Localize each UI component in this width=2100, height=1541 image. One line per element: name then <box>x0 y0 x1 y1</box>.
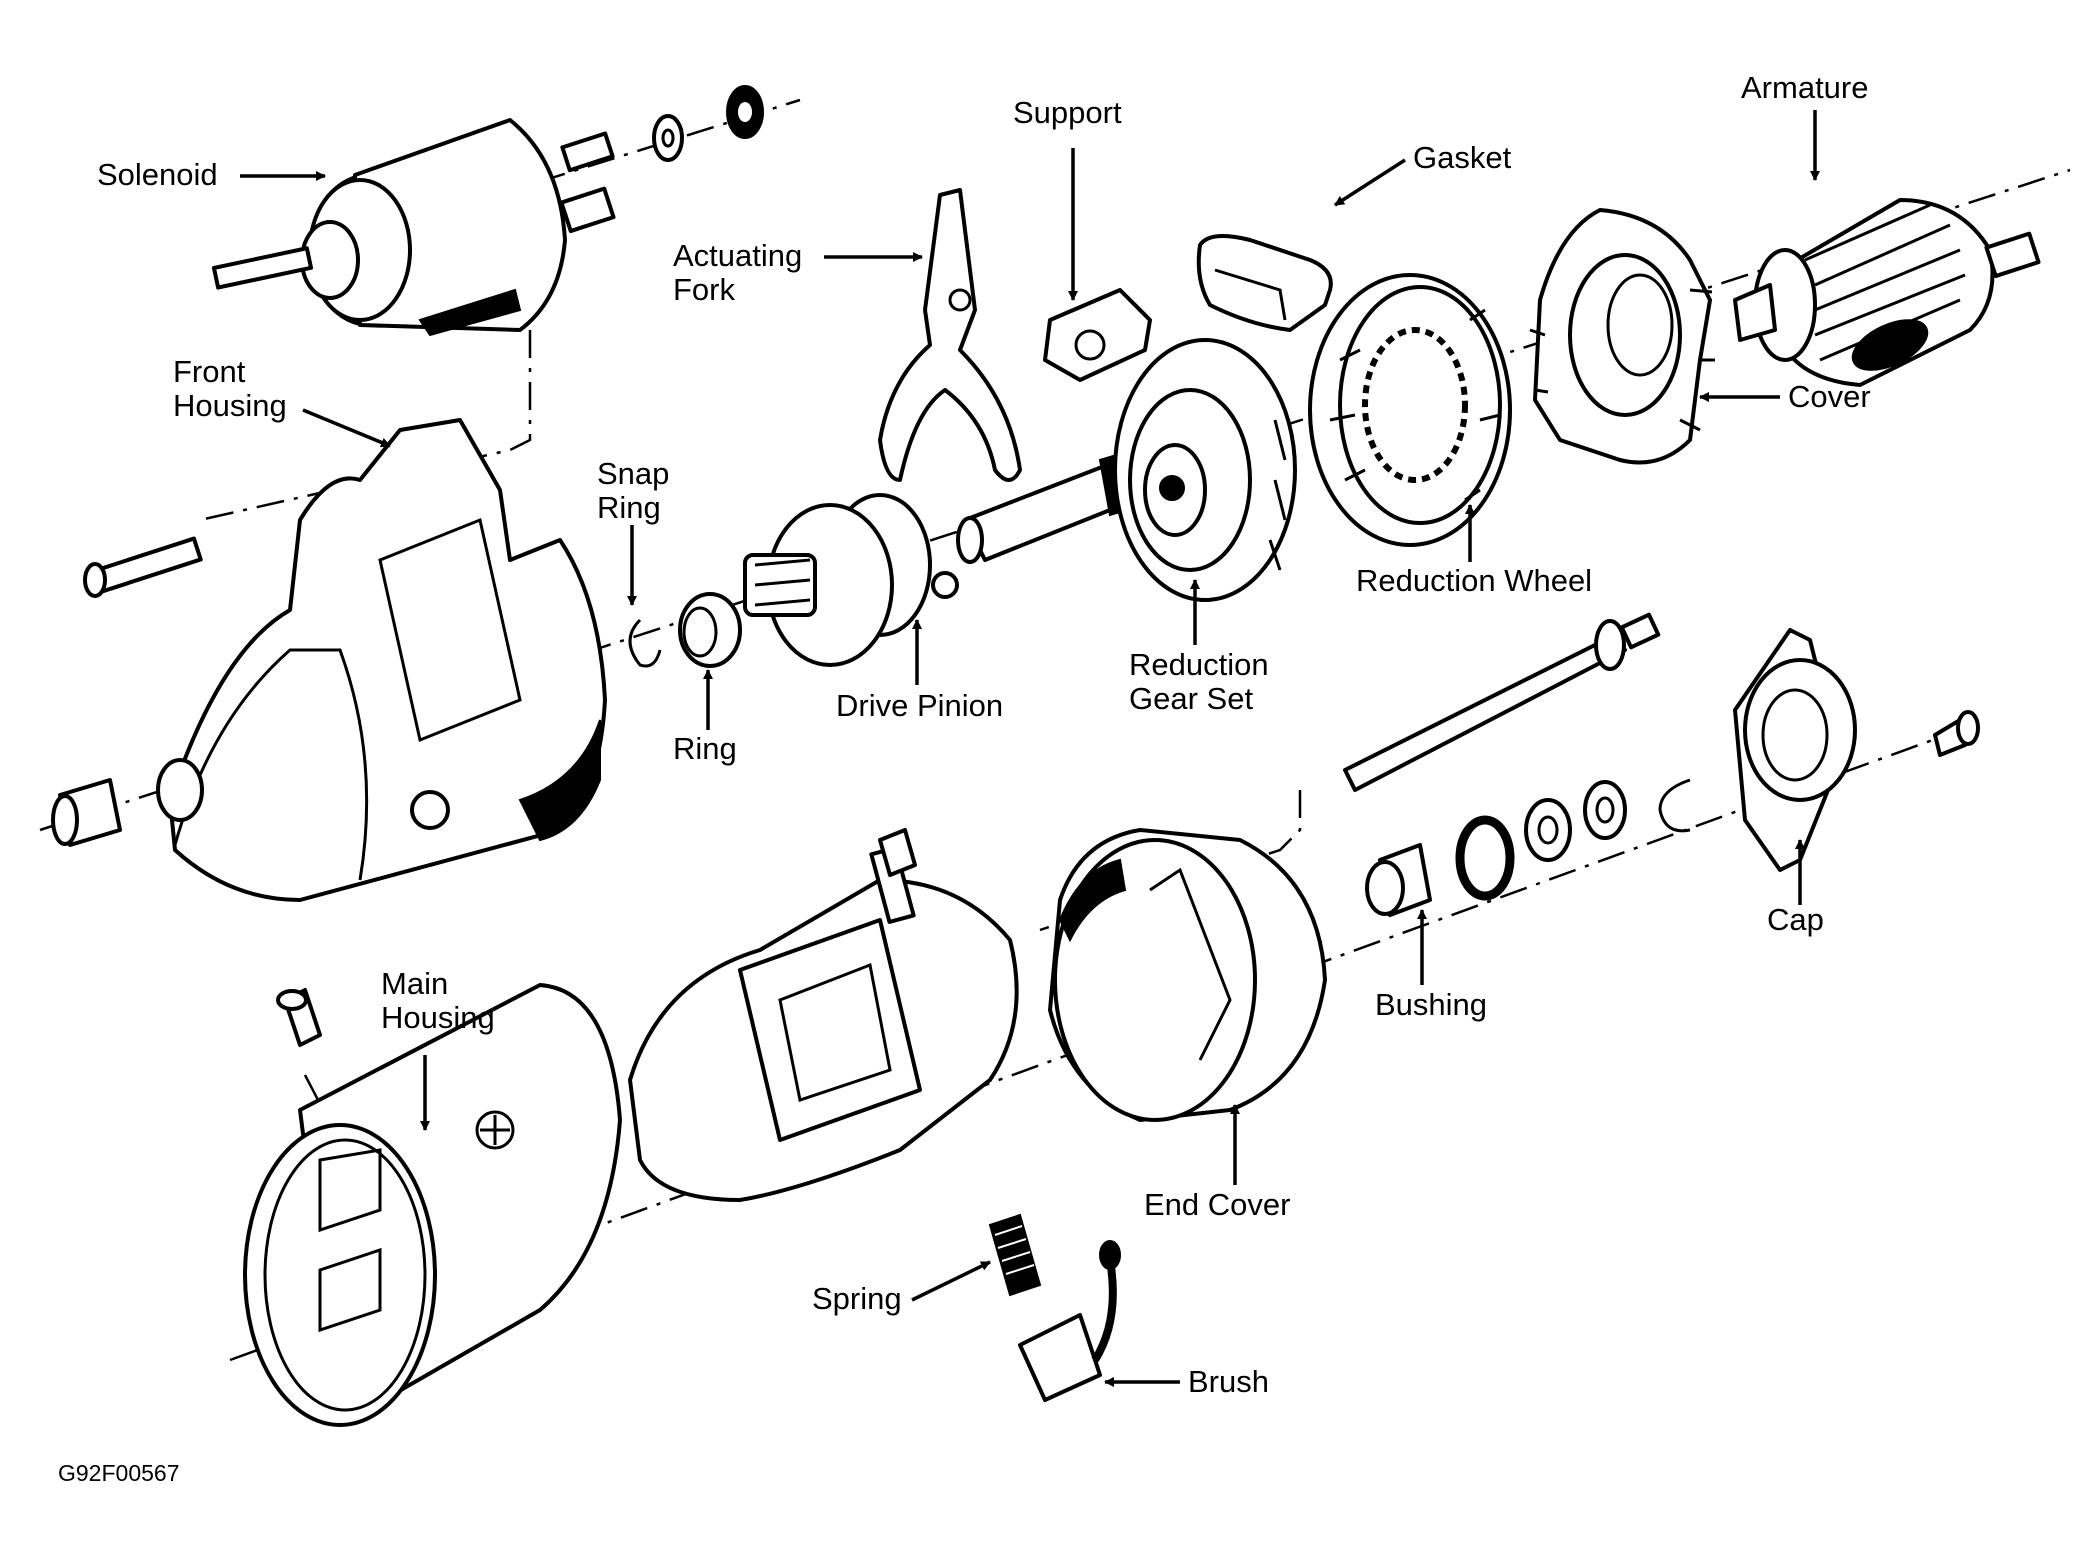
reduction-wheel-part <box>1308 273 1512 547</box>
support-part <box>1043 288 1152 382</box>
front-housing-part <box>156 418 607 902</box>
actuating-fork-part <box>878 188 1022 482</box>
c-clip <box>1658 778 1691 833</box>
cover-part <box>1529 208 1715 465</box>
drive-pinion-part <box>743 493 959 667</box>
label-end-cover: End Cover <box>1144 1187 1291 1222</box>
label-actuating-fork-line1: Actuating <box>673 238 803 273</box>
leader-spring <box>911 1260 991 1302</box>
label-snap-ring-line1: Snap <box>597 456 670 491</box>
label-support: Support <box>1013 95 1122 130</box>
snap-ring-part <box>628 618 662 668</box>
end-cover-part <box>1048 828 1327 1122</box>
label-drive-pinion: Drive Pinion <box>836 688 1004 723</box>
label-ring: Ring <box>673 731 737 766</box>
solenoid-nut <box>726 85 764 139</box>
seal-ring <box>1455 815 1515 901</box>
label-armature: Armature <box>1741 70 1869 105</box>
label-cap: Cap <box>1767 902 1824 937</box>
leader-front-housing <box>302 408 391 448</box>
gasket-part <box>1196 234 1333 332</box>
label-reduction-gear-set-line1: Reduction <box>1129 647 1269 682</box>
label-main-housing-line2: Housing <box>381 1000 495 1035</box>
solenoid-part <box>211 118 616 337</box>
ring-part <box>678 592 742 668</box>
front-bushing <box>51 778 122 847</box>
cap-part <box>1733 628 1857 872</box>
brush-part <box>1018 1240 1121 1402</box>
washer-2 <box>1524 798 1572 862</box>
solenoid-washer <box>652 114 684 162</box>
armature-part <box>1733 198 2041 387</box>
label-snap-ring-line2: Ring <box>597 490 661 525</box>
label-reduction-wheel: Reduction Wheel <box>1356 563 1593 598</box>
washer-1 <box>1583 780 1627 840</box>
leader-gasket <box>1334 158 1406 207</box>
bushing-part <box>1365 843 1432 917</box>
label-main-housing-line1: Main <box>381 966 449 1001</box>
label-front-housing-line2: Housing <box>173 388 287 423</box>
front-housing-bolt <box>83 536 203 598</box>
label-actuating-fork-line2: Fork <box>673 272 735 307</box>
label-reduction-gear-set-line2: Gear Set <box>1129 681 1254 716</box>
label-solenoid: Solenoid <box>97 157 218 192</box>
lower-assembly-axis <box>229 728 1961 1362</box>
label-cover: Cover <box>1788 379 1871 414</box>
label-brush: Brush <box>1188 1364 1269 1399</box>
main-housing-screw <box>276 988 322 1047</box>
reduction-gear-set-part <box>956 338 1297 602</box>
main-housing-part <box>243 983 622 1427</box>
label-gasket: Gasket <box>1413 140 1512 175</box>
cap-screw <box>1933 710 1980 757</box>
label-front-housing-line1: Front <box>173 354 246 389</box>
brush-holder-part <box>628 828 1019 1202</box>
label-spring: Spring <box>812 1281 902 1316</box>
through-bolt-part <box>1343 612 1661 792</box>
spring-part <box>988 1213 1042 1297</box>
solenoid-mount-guide <box>199 330 532 522</box>
figure-code: G92F00567 <box>58 1460 180 1486</box>
label-bushing: Bushing <box>1375 987 1488 1022</box>
